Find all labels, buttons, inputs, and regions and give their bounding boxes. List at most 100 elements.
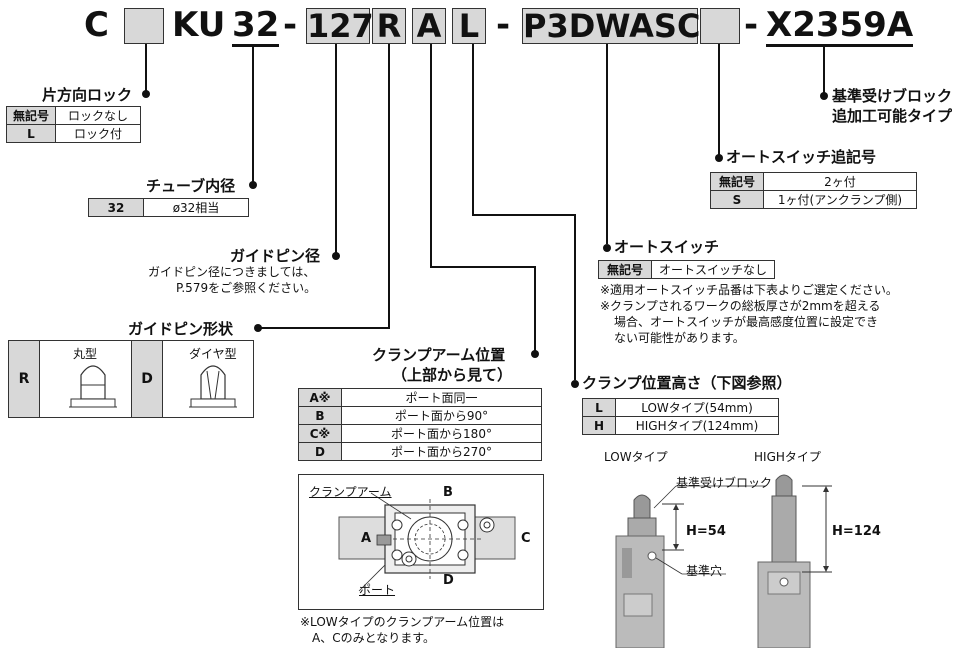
leader-lock — [145, 44, 147, 94]
code-ku: KU — [172, 5, 226, 45]
ref-hole-label: 基準穴 — [686, 564, 723, 578]
pin-shape-d-label: ダイヤ型 — [189, 347, 237, 361]
code-c: C — [84, 5, 109, 45]
pin-dia-title: ガイドピン径 — [230, 247, 321, 265]
height-table: L LOWタイプ(54mm) H HIGHタイプ(124mm) — [582, 398, 779, 435]
bore-title: チューブ内径 — [146, 177, 236, 195]
code-suffix: X2359A — [766, 5, 914, 47]
h-low-label: H=54 — [686, 524, 726, 539]
leader-switch — [606, 44, 608, 244]
bore-table: 32 ø32相当 — [88, 198, 249, 217]
ref-block-title-2: 追加工可能タイプ — [832, 107, 953, 125]
diamond-pin-icon — [189, 365, 237, 408]
arm-diagram: クランプアーム B A C D ポート — [298, 474, 544, 610]
switch-suffix-table: 無記号 2ヶ付 S 1ヶ付(アンクランプ側) — [710, 172, 917, 209]
switch-note-2: ※クランプされるワークの総板厚さが2mmを超える — [600, 299, 881, 313]
arm-diagram-c: C — [521, 531, 531, 546]
switch-table: 無記号 オートスイッチなし — [598, 260, 775, 279]
lock-val-1: ロック付 — [55, 124, 142, 143]
arm-note-1: ※LOWタイプのクランプアーム位置は — [300, 615, 505, 629]
arm-title-2: （上部から見て） — [392, 366, 513, 384]
switch-note-3: 場合、オートスイッチが最高感度位置に設定でき — [614, 315, 879, 329]
leader-arm-h — [430, 266, 536, 268]
lock-val-0: ロックなし — [55, 106, 142, 125]
bore-dot — [249, 181, 257, 189]
lock-key-0: 無記号 — [5, 106, 57, 125]
pin-dia-note-2: P.579をご参照ください。 — [176, 281, 317, 295]
code-dash-1: - — [283, 5, 298, 45]
arm-diagram-d: D — [443, 573, 454, 588]
switch-title: オートスイッチ — [614, 238, 720, 256]
arm-key-3: D — [298, 442, 342, 461]
arm-diagram-arm-label: クランプアーム — [309, 485, 392, 499]
height-val-0: LOWタイプ(54mm) — [615, 398, 779, 417]
code-clamp-height: L — [452, 8, 486, 44]
lock-table: 無記号 ロックなし L ロック付 — [5, 106, 142, 143]
switch-val-0: オートスイッチなし — [651, 260, 775, 279]
height-val-1: HIGHタイプ(124mm) — [615, 416, 779, 435]
arm-title-1: クランプアーム位置 — [372, 346, 506, 364]
leader-arm-v1 — [430, 44, 432, 268]
switch-note-1: ※適用オートスイッチ品番は下表よりご選定ください。 — [600, 283, 898, 297]
clamp-height-drawings — [615, 474, 832, 648]
code-dash-3: - — [744, 5, 759, 45]
switch-note-4: ない可能性があります。 — [614, 331, 745, 345]
switch-dot — [603, 244, 611, 252]
leader-suffix — [823, 46, 825, 94]
code-guide-pin: 127 — [306, 7, 374, 45]
switch-suffix-val-0: 2ヶ付 — [763, 172, 917, 191]
bore-val-0: ø32相当 — [143, 198, 249, 217]
pin-shape-dot — [254, 324, 262, 332]
height-key-0: L — [582, 398, 616, 417]
pin-shape-panel: R 丸型 D ダイヤ型 — [8, 340, 254, 418]
lock-title: 片方向ロック — [42, 86, 133, 104]
arm-top-view-drawing — [338, 492, 516, 592]
leader-arm-v2 — [534, 266, 536, 354]
h-high-label: H=124 — [832, 524, 881, 539]
code-bore: 32 — [232, 5, 280, 47]
code-pin-shape: R — [372, 8, 406, 44]
code-dash-2: - — [496, 5, 511, 45]
switch-suffix-key-0: 無記号 — [710, 172, 764, 191]
arm-key-2: C※ — [298, 424, 342, 443]
ref-block-dot — [820, 92, 828, 100]
round-pin-icon — [69, 365, 117, 408]
code-blank-box-lock — [124, 8, 164, 44]
pin-shape-r-label: 丸型 — [73, 347, 98, 361]
switch-suffix-dot — [715, 154, 723, 162]
leader-switch-suffix — [718, 44, 720, 156]
arm-val-2: ポート面から180° — [341, 424, 542, 443]
leader-pin-shape-v — [388, 44, 390, 328]
arm-key-0: A※ — [298, 388, 342, 407]
ref-block-title-1: 基準受けブロック — [832, 87, 953, 105]
leader-pin-dia — [335, 44, 337, 256]
pin-shape-title: ガイドピン形状 — [128, 320, 234, 338]
leader-height-v2 — [574, 214, 576, 380]
pin-shape-d-code: D — [131, 341, 163, 417]
height-title: クランプ位置高さ（下図参照） — [582, 374, 792, 392]
high-type-label: HIGHタイプ — [754, 450, 821, 464]
pin-dia-note-1: ガイドピン径につきましては、 — [148, 265, 316, 279]
code-arm-position: A — [412, 8, 446, 44]
leader-height-h — [472, 214, 576, 216]
arm-diagram-b: B — [443, 485, 453, 500]
arm-table: A※ ポート面同一 B ポート面から90° C※ ポート面から180° D ポー… — [298, 388, 542, 461]
low-type-label: LOWタイプ — [604, 450, 668, 464]
height-dot — [571, 380, 579, 388]
pin-shape-r-code: R — [9, 341, 40, 417]
code-auto-switch: P3DWASC — [522, 7, 701, 45]
arm-val-1: ポート面から90° — [341, 406, 542, 425]
pin-dia-dot — [332, 252, 340, 260]
arm-key-1: B — [298, 406, 342, 425]
switch-suffix-key-1: S — [710, 190, 764, 209]
ref-block-label: 基準受けブロック — [676, 476, 773, 490]
arm-val-0: ポート面同一 — [341, 388, 542, 407]
lock-dot — [142, 90, 150, 98]
arm-note-2: A、Cのみとなります。 — [312, 631, 436, 645]
bore-key-0: 32 — [88, 198, 144, 217]
arm-dot — [531, 350, 539, 358]
leader-height-v1 — [472, 44, 474, 216]
switch-suffix-val-1: 1ヶ付(アンクランプ側) — [763, 190, 917, 209]
arm-val-3: ポート面から270° — [341, 442, 542, 461]
switch-key-0: 無記号 — [598, 260, 652, 279]
